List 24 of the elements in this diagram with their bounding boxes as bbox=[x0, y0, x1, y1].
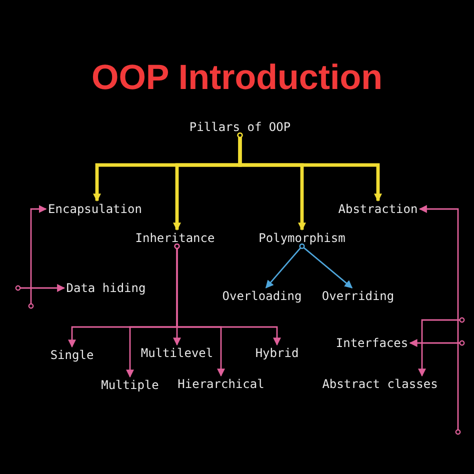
connector-arrow bbox=[418, 205, 461, 435]
connector-arrow bbox=[174, 244, 281, 346]
connector-arrow bbox=[409, 339, 465, 347]
node-label: Data hiding bbox=[64, 280, 148, 296]
node-label: Pillars of OOP bbox=[187, 118, 293, 136]
node-label: Interfaces bbox=[334, 334, 410, 352]
connector-arrow bbox=[15, 284, 66, 292]
node-label: Hybrid bbox=[253, 344, 301, 362]
node-label: Overriding bbox=[320, 288, 396, 304]
node-label: Multiple bbox=[99, 376, 161, 394]
node-label: Multilevel bbox=[138, 344, 216, 362]
connector-arrow bbox=[299, 244, 353, 288]
node-label: Abstract classes bbox=[320, 376, 440, 392]
node-label: Encapsulation bbox=[46, 200, 144, 218]
connector-arrow bbox=[237, 132, 382, 202]
node-label: Polymorphism bbox=[256, 230, 348, 246]
node-label: Abstraction bbox=[336, 200, 420, 218]
node-label: Single bbox=[48, 346, 96, 364]
node-label: Inheritance bbox=[133, 230, 217, 246]
node-label: Overloading bbox=[220, 288, 304, 304]
title: OOP Introduction bbox=[90, 58, 384, 98]
connector-arrow bbox=[28, 205, 47, 309]
connector-arrow bbox=[418, 317, 465, 377]
node-label: Hierarchical bbox=[176, 376, 266, 392]
